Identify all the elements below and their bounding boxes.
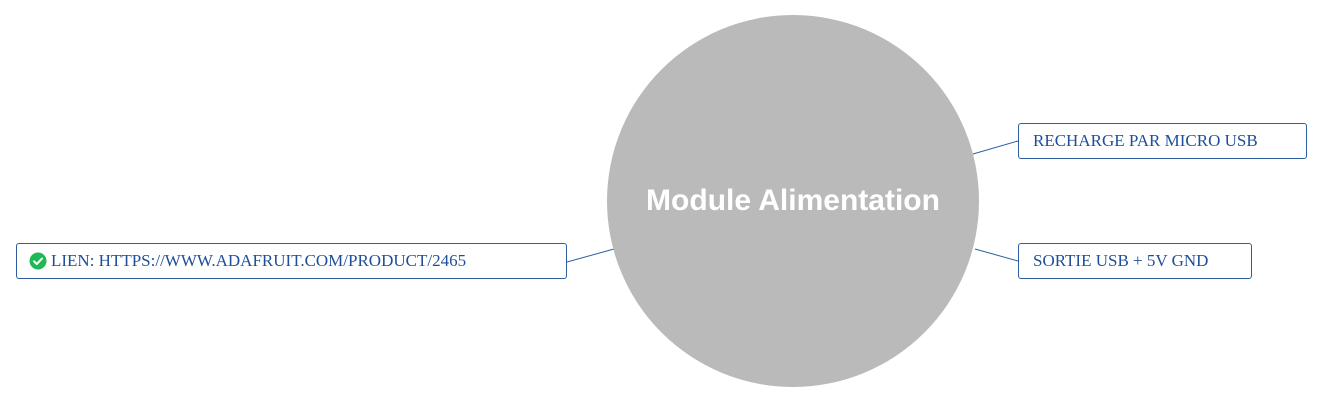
branch-topic-recharge[interactable]: RECHARGE PAR MICRO USB	[1018, 123, 1307, 159]
branch-topic-sortie[interactable]: SORTIE USB + 5V GND	[1018, 243, 1252, 279]
branch-topic-label: LIEN: HTTPS://WWW.ADAFRUIT.COM/PRODUCT/2…	[51, 251, 467, 270]
central-topic[interactable]: Module Alimentation	[607, 15, 979, 387]
connector-line-lien	[566, 248, 615, 263]
branch-topic-label: RECHARGE PAR MICRO USB	[1033, 131, 1258, 150]
central-topic-label: Module Alimentation	[646, 184, 940, 217]
check-circle-icon	[29, 252, 47, 270]
connector-line-recharge	[972, 140, 1019, 155]
branch-topic-lien[interactable]: LIEN: HTTPS://WWW.ADAFRUIT.COM/PRODUCT/2…	[16, 243, 567, 279]
branch-topic-label: SORTIE USB + 5V GND	[1033, 251, 1209, 270]
connector-line-sortie	[974, 248, 1019, 262]
